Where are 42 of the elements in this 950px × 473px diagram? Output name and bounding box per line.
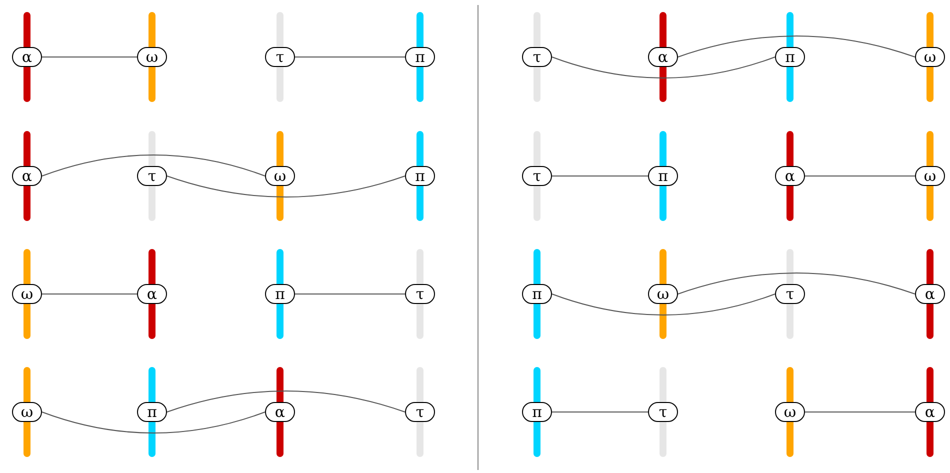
symbol-node: τ: [648, 402, 678, 422]
symbol-node: α: [265, 402, 295, 422]
symbol-node: ω: [12, 284, 42, 304]
symbol-node: π: [522, 402, 552, 422]
symbol-node: π: [137, 402, 167, 422]
connector-line: [166, 390, 406, 412]
symbol-node: π: [265, 284, 295, 304]
connector-line: [294, 56, 406, 58]
connector-line: [42, 56, 138, 58]
symbol-node: ω: [915, 47, 945, 67]
symbol-node: α: [915, 402, 945, 422]
symbol-node: α: [12, 47, 42, 67]
symbol-node: ω: [265, 166, 295, 186]
symbol-node: τ: [405, 284, 435, 304]
symbol-node: π: [405, 166, 435, 186]
connector-line: [678, 36, 916, 58]
symbol-node: τ: [522, 166, 552, 186]
symbol-node: π: [405, 47, 435, 67]
symbol-node: α: [775, 166, 805, 186]
symbol-node: α: [12, 166, 42, 186]
symbol-node: τ: [137, 166, 167, 186]
symbol-node: π: [648, 166, 678, 186]
connector-line: [552, 56, 776, 78]
connector-line: [42, 154, 266, 176]
symbol-node: π: [775, 47, 805, 67]
symbol-node: ω: [648, 284, 678, 304]
connector-line: [678, 272, 916, 294]
symbol-node: ω: [915, 166, 945, 186]
symbol-node: α: [137, 284, 167, 304]
connector-line: [42, 412, 266, 434]
symbol-node: τ: [265, 47, 295, 67]
symbol-node: ω: [775, 402, 805, 422]
connector-line: [552, 294, 776, 316]
symbol-node: ω: [137, 47, 167, 67]
symbol-node: π: [522, 284, 552, 304]
symbol-node: α: [915, 284, 945, 304]
symbol-node: τ: [522, 47, 552, 67]
symbol-node: τ: [405, 402, 435, 422]
symbol-node: τ: [775, 284, 805, 304]
symbol-node: ω: [12, 402, 42, 422]
symbol-node: α: [648, 47, 678, 67]
connector-line: [166, 176, 406, 198]
